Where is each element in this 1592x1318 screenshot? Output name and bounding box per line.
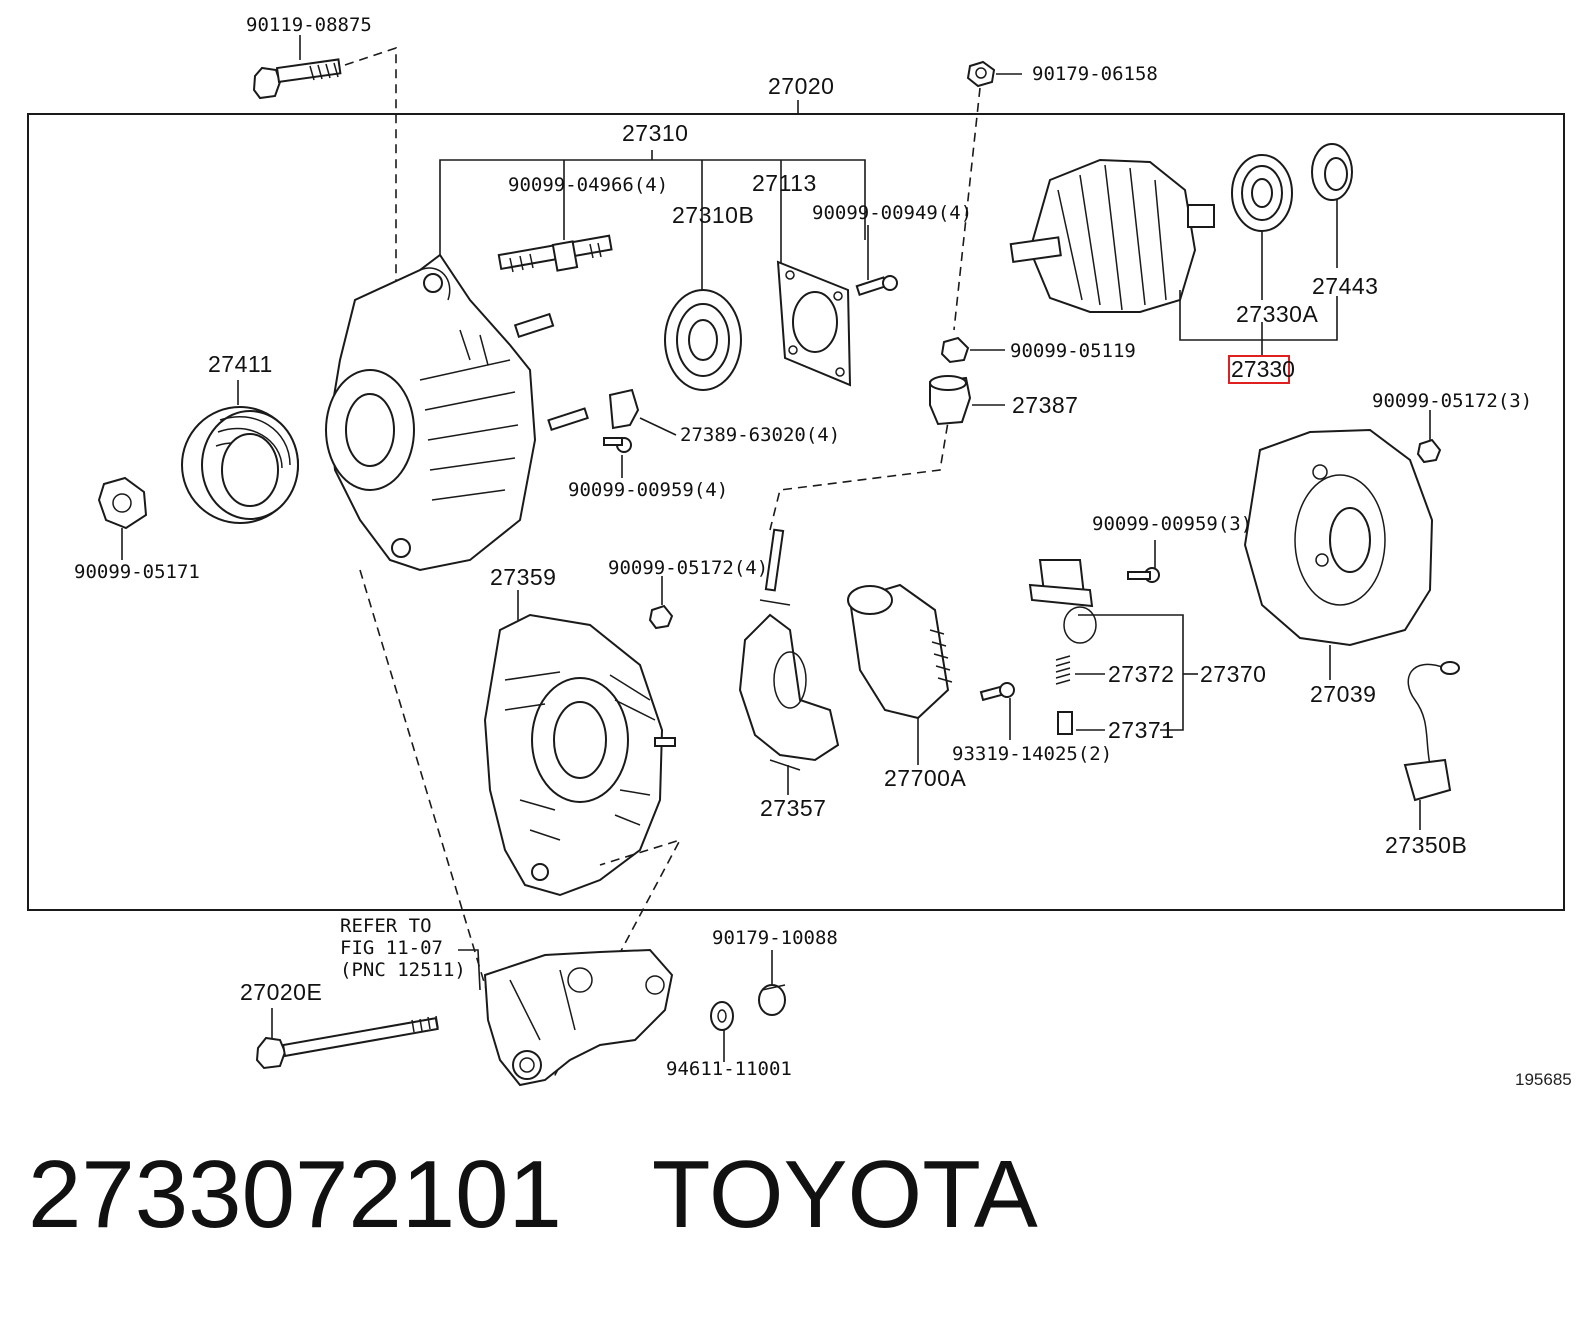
screw-00959-b-icon — [1127, 567, 1160, 583]
long-bolt-icon — [255, 1015, 439, 1070]
label-27411: 27411 — [208, 351, 273, 377]
label-nut-10088: 90179-10088 — [712, 927, 838, 949]
label-refer-2: FIG 11-07 — [340, 937, 443, 959]
dash-terminal — [769, 409, 951, 531]
rear-cover-cap-icon — [1311, 143, 1353, 201]
screw-14025-icon — [979, 682, 1015, 702]
bracket-27370 — [1078, 614, 1184, 731]
label-27443: 27443 — [1312, 273, 1378, 299]
label-27372: 27372 — [1108, 661, 1174, 687]
nut-05172-b-icon — [648, 604, 674, 630]
stud-icon — [497, 234, 613, 273]
washer-icon — [710, 1001, 734, 1031]
label-nut-05172-a: 90099-05172(3) — [1372, 390, 1532, 412]
label-screw-14025: 93319-14025(2) — [952, 743, 1112, 765]
bracket-27330 — [1179, 290, 1338, 341]
label-27359: 27359 — [490, 564, 556, 590]
label-stud: 90099-04966(4) — [508, 174, 668, 196]
insulator-plate-icon — [776, 260, 852, 387]
label-nut-05172-b: 90099-05172(4) — [608, 557, 768, 579]
label-bolt-top: 90119-08875 — [246, 14, 372, 36]
pulley-icon — [181, 406, 299, 524]
wire-icon — [1403, 661, 1460, 802]
label-nut-05119: 90099-05119 — [1010, 340, 1136, 362]
label-clip: 27389-63020(4) — [680, 424, 840, 446]
part-number: 2733072101 — [28, 1141, 562, 1248]
label-nut-top: 90179-06158 — [1032, 63, 1158, 85]
screw-00959-icon — [603, 437, 632, 453]
dash-bolt-top — [344, 46, 397, 290]
label-27700a: 27700A — [884, 765, 966, 791]
label-refer-1: REFER TO — [340, 915, 432, 937]
label-27357: 27357 — [760, 795, 826, 821]
caption: 2733072101 TOYOTA — [28, 1135, 1038, 1255]
pulley-nut-icon — [97, 476, 148, 530]
nut-10088-icon — [758, 984, 786, 1016]
rectifier-icon — [738, 528, 840, 771]
label-assembly: 27020 — [768, 73, 834, 99]
label-washer: 94611-11001 — [666, 1058, 792, 1080]
mount-bracket-icon — [483, 948, 674, 1087]
spring-icon — [1055, 655, 1071, 685]
label-27330-highlighted: 27330 — [1231, 356, 1295, 382]
end-cover-icon — [1243, 428, 1434, 647]
label-refer-3: (PNC 12511) — [340, 959, 466, 981]
label-27113: 27113 — [752, 170, 817, 196]
label-screw-00959-a: 90099-00959(4) — [568, 479, 728, 501]
nut-top-icon — [966, 60, 996, 88]
nut-05119-icon — [940, 336, 970, 364]
nut-05172-a-icon — [1416, 438, 1442, 464]
label-27039: 27039 — [1310, 681, 1376, 707]
label-27330a: 27330A — [1236, 301, 1318, 327]
front-bearing-icon — [664, 289, 742, 391]
rear-bearing-icon — [1231, 154, 1293, 232]
label-screw-00959-b: 90099-00959(3) — [1092, 513, 1252, 535]
label-27350b: 27350B — [1385, 832, 1467, 858]
brand-name: TOYOTA — [651, 1141, 1038, 1248]
label-27371: 27371 — [1108, 717, 1174, 743]
clip-icon — [608, 388, 640, 430]
rotor-icon — [1009, 158, 1215, 313]
label-27310b: 27310B — [672, 202, 754, 228]
dash-bracket — [359, 569, 682, 1076]
brush-icon — [1057, 711, 1073, 735]
label-27020e: 27020E — [240, 979, 322, 1005]
screw-00949-icon — [855, 275, 898, 297]
bolt-top-icon — [252, 58, 342, 100]
rear-end-frame-icon — [483, 613, 676, 897]
drive-end-frame-icon — [325, 253, 589, 572]
assembly-frame — [27, 113, 1565, 911]
label-pulley-nut: 90099-05171 — [74, 561, 200, 583]
label-27310: 27310 — [622, 120, 688, 146]
leader-clip — [639, 417, 677, 436]
brush-holder-icon — [1028, 559, 1097, 644]
label-screw-00949: 90099-00949(4) — [812, 202, 972, 224]
dash-nut-top — [953, 87, 981, 331]
regulator-icon — [847, 583, 953, 720]
label-27370: 27370 — [1200, 661, 1266, 687]
leader-refer — [458, 949, 481, 991]
highlight-box — [1228, 355, 1290, 384]
label-27387: 27387 — [1012, 392, 1078, 418]
terminal-insulator-icon — [929, 375, 972, 426]
image-id: 195685 — [1515, 1070, 1572, 1089]
